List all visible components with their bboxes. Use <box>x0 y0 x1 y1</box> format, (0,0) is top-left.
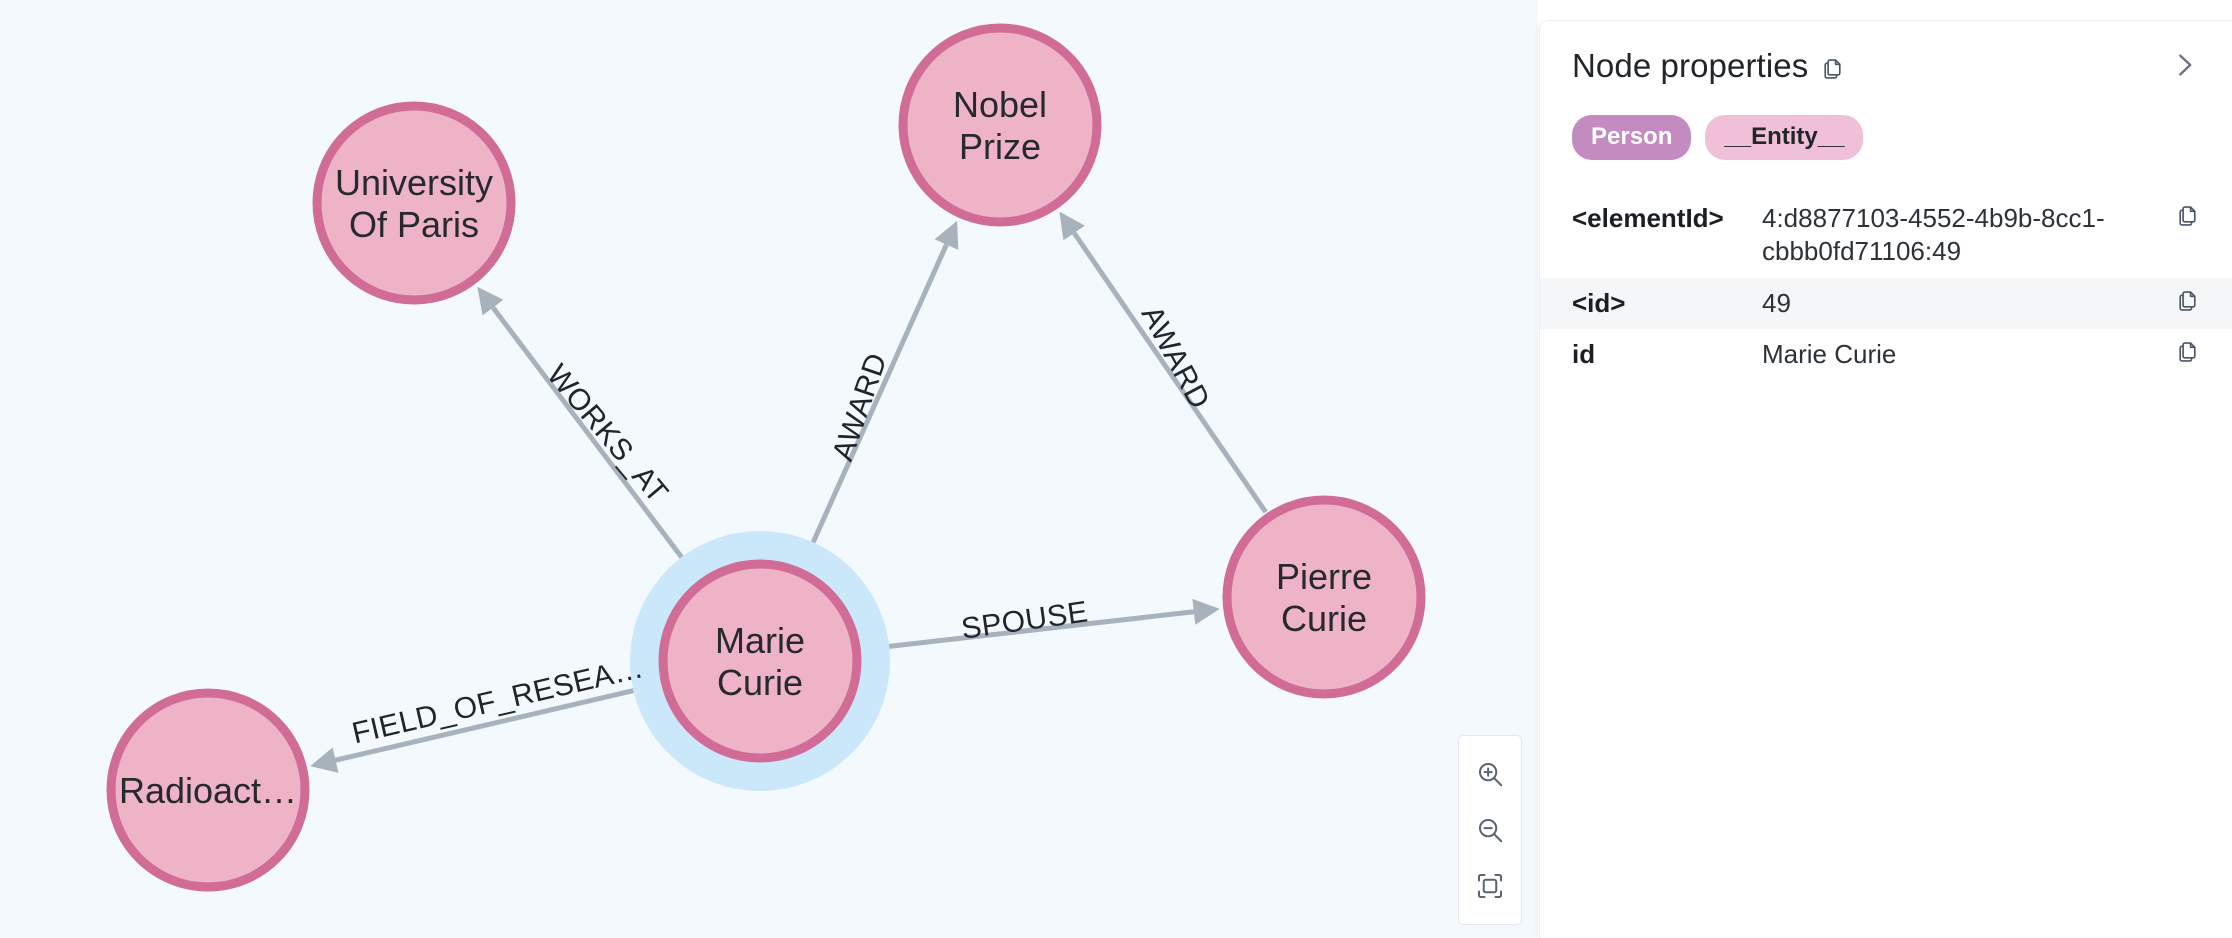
zoom-out-button[interactable] <box>1466 806 1514 854</box>
property-value: Marie Curie <box>1762 338 1897 369</box>
node-circle[interactable] <box>1222 495 1426 699</box>
relationship-arrow <box>1059 211 1085 241</box>
property-value: 49 <box>1762 287 1791 318</box>
relationship-arrow <box>934 220 959 250</box>
node-circle[interactable] <box>898 23 1102 227</box>
fit-to-screen-button[interactable] <box>1466 862 1514 910</box>
relationship-arrow <box>310 747 339 773</box>
graph-node-radioactivity[interactable]: Radioact… <box>106 688 310 892</box>
relationship-label[interactable]: AWARD <box>1135 301 1216 415</box>
node-label-chip[interactable]: Person <box>1572 115 1692 160</box>
relationship-arrow <box>477 286 504 316</box>
property-key: <id> <box>1572 287 1626 318</box>
chevron-right-icon <box>2169 50 2199 85</box>
relationship-line-works_at[interactable] <box>490 306 684 559</box>
zoom-in-button[interactable] <box>1466 750 1514 798</box>
relationship-label[interactable]: SPOUSE <box>959 595 1090 645</box>
zoom-toolbar <box>1458 735 1522 925</box>
relationships-layer <box>310 211 1268 773</box>
node-labels-list: Person __Entity__ <box>1540 85 2232 160</box>
relationship-line-field_of_resea[interactable] <box>334 688 634 763</box>
property-key: <elementId> <box>1572 203 1724 233</box>
copy-icon[interactable] <box>1821 57 1844 80</box>
relationship-label[interactable]: FIELD_OF_RESEA… <box>349 651 647 750</box>
property-row: id Marie Curie <box>1540 329 2232 380</box>
property-value: 4:d8877103-4552-4b9b-8cc1-cbbb0fd71106:4… <box>1762 203 2105 267</box>
node-properties-panel: Node properties Person __Entity__ <elemen… <box>1539 20 2232 938</box>
copy-icon[interactable] <box>2170 338 2204 363</box>
copy-icon[interactable] <box>2170 287 2204 312</box>
fit-to-screen-icon <box>1475 871 1505 901</box>
relationship-label[interactable]: WORKS_AT <box>540 358 674 509</box>
zoom-in-icon <box>1475 759 1505 789</box>
property-row: <elementId> 4:d8877103-4552-4b9b-8cc1-cbb… <box>1540 193 2232 278</box>
relationship-arrow <box>1192 598 1220 625</box>
relationship-line-award[interactable] <box>810 243 949 544</box>
property-key: id <box>1572 338 1596 369</box>
relationship-line-award[interactable] <box>1072 231 1268 514</box>
copy-icon[interactable] <box>2170 202 2204 227</box>
properties-table: <elementId> 4:d8877103-4552-4b9b-8cc1-cbb… <box>1540 193 2232 380</box>
node-circle[interactable] <box>106 688 310 892</box>
relationship-line-spouse[interactable] <box>888 609 1195 649</box>
panel-header: Node properties <box>1540 21 2232 85</box>
relationship-label[interactable]: AWARD <box>826 349 893 465</box>
property-row: <id> 49 <box>1540 277 2232 329</box>
collapse-panel-button[interactable] <box>2162 45 2206 89</box>
zoom-out-icon <box>1475 815 1505 845</box>
page-title: Node properties <box>1572 47 1809 84</box>
node-label-chip[interactable]: __Entity__ <box>1705 115 1864 160</box>
node-circle[interactable] <box>312 101 516 305</box>
node-circle[interactable] <box>658 559 862 763</box>
